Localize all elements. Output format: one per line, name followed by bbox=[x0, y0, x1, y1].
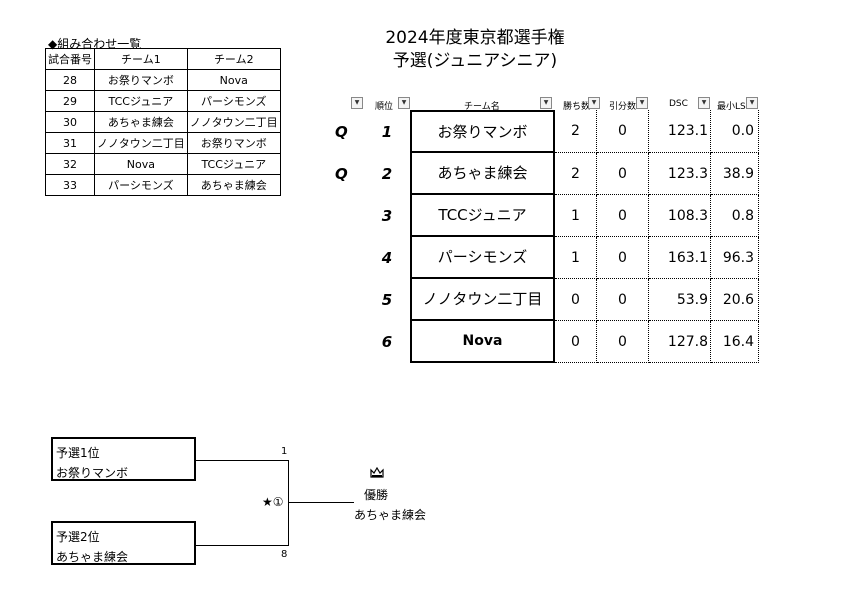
draws-cell: 0 bbox=[597, 237, 649, 279]
bracket-slot-2: 予選2位 あちゃま練会 bbox=[51, 521, 196, 565]
min-ls-cell: 38.9 bbox=[711, 153, 759, 195]
slot-team: お祭りマンボ bbox=[56, 466, 129, 480]
team-name-cell: TCCジュニア bbox=[410, 195, 555, 237]
matchups-header-row: 試合番号 チーム1 チーム2 bbox=[45, 48, 281, 70]
filter-dropdown-icon[interactable]: ▼ bbox=[636, 97, 648, 109]
dsc-cell: 127.8 bbox=[649, 321, 711, 363]
header-draws: 引分数 bbox=[609, 102, 637, 112]
dsc-cell: 53.9 bbox=[649, 279, 711, 321]
rank-value: 4 bbox=[381, 249, 393, 267]
table-row: 30 あちゃま練会 ノノタウン二丁目 bbox=[45, 111, 281, 133]
page-title: 2024年度東京都選手権 bbox=[385, 28, 565, 48]
header-rank: 順位 bbox=[375, 102, 394, 112]
matchups-table: 試合番号 チーム1 チーム2 28 お祭りマンボ Nova 29 TCCジュニア… bbox=[45, 48, 281, 196]
match-no: 32 bbox=[45, 153, 95, 175]
slot-team: あちゃま練会 bbox=[56, 550, 129, 564]
qualified-mark: Q bbox=[335, 123, 348, 141]
team1: パーシモンズ bbox=[94, 174, 188, 196]
team2: パーシモンズ bbox=[186, 90, 281, 112]
match-marker: ★① bbox=[262, 495, 284, 509]
table-row: 32 Nova TCCジュニア bbox=[45, 153, 281, 175]
table-row: 29 TCCジュニア パーシモンズ bbox=[45, 90, 281, 112]
match-no: 29 bbox=[45, 90, 95, 112]
team2: Nova bbox=[186, 69, 281, 91]
team1: TCCジュニア bbox=[94, 90, 188, 112]
draws-cell: 0 bbox=[597, 110, 649, 153]
filter-dropdown-icon[interactable]: ▼ bbox=[698, 97, 710, 109]
seed-number: 8 bbox=[281, 549, 288, 560]
match-no: 33 bbox=[45, 174, 95, 196]
seed-number: 1 bbox=[281, 446, 288, 457]
dsc-cell: 163.1 bbox=[649, 237, 711, 279]
dsc-cell: 123.3 bbox=[649, 153, 711, 195]
slot-label: 予選1位 bbox=[56, 446, 100, 460]
draws-cell: 0 bbox=[597, 321, 649, 363]
header-team: チーム名 bbox=[464, 102, 500, 112]
rank-value: 1 bbox=[381, 123, 393, 141]
table-row: 28 お祭りマンボ Nova bbox=[45, 69, 281, 91]
crown-icon bbox=[370, 464, 384, 478]
team-name-cell: あちゃま練会 bbox=[410, 153, 555, 195]
winner-team: あちゃま練会 bbox=[354, 508, 427, 522]
header-min-ls: 最小LS bbox=[717, 102, 746, 112]
wins-cell: 0 bbox=[555, 321, 597, 363]
min-ls-cell: 0.8 bbox=[711, 195, 759, 237]
rank-value: 5 bbox=[381, 291, 393, 309]
draws-cell: 0 bbox=[597, 153, 649, 195]
team1: お祭りマンボ bbox=[94, 69, 188, 91]
bracket-line bbox=[196, 545, 288, 546]
team1: Nova bbox=[94, 153, 188, 175]
draws-cell: 0 bbox=[597, 195, 649, 237]
wins-cell: 1 bbox=[555, 237, 597, 279]
min-ls-cell: 96.3 bbox=[711, 237, 759, 279]
rank-value: 3 bbox=[381, 207, 393, 225]
matchups-heading: ◆組み合わせ一覧 bbox=[48, 37, 142, 51]
wins-cell: 2 bbox=[555, 153, 597, 195]
header-match-no: 試合番号 bbox=[45, 48, 95, 70]
rank-value: 2 bbox=[381, 165, 393, 183]
wins-cell: 1 bbox=[555, 195, 597, 237]
team2: TCCジュニア bbox=[186, 153, 281, 175]
team2: ノノタウン二丁目 bbox=[186, 111, 281, 133]
min-ls-cell: 0.0 bbox=[711, 110, 759, 153]
min-ls-cell: 16.4 bbox=[711, 321, 759, 363]
team-name-cell: Nova bbox=[410, 321, 555, 363]
filter-dropdown-icon[interactable]: ▼ bbox=[588, 97, 600, 109]
dsc-cell: 123.1 bbox=[649, 110, 711, 153]
header-dsc: DSC bbox=[669, 99, 688, 109]
filter-dropdown-icon[interactable]: ▼ bbox=[746, 97, 758, 109]
bracket-line bbox=[288, 460, 289, 546]
table-row: 31 ノノタウン二丁目 お祭りマンボ bbox=[45, 132, 281, 154]
wins-cell: 2 bbox=[555, 110, 597, 153]
table-row: 33 パーシモンズ あちゃま練会 bbox=[45, 174, 281, 196]
team2: あちゃま練会 bbox=[186, 174, 281, 196]
slot-label: 予選2位 bbox=[56, 530, 100, 544]
team-name-cell: お祭りマンボ bbox=[410, 110, 555, 153]
team-name-cell: パーシモンズ bbox=[410, 237, 555, 279]
match-no: 31 bbox=[45, 132, 95, 154]
bracket-line bbox=[288, 502, 354, 503]
bracket-line bbox=[196, 460, 288, 461]
match-no: 30 bbox=[45, 111, 95, 133]
team2: お祭りマンボ bbox=[186, 132, 281, 154]
team-name-cell: ノノタウン二丁目 bbox=[410, 279, 555, 321]
draws-cell: 0 bbox=[597, 279, 649, 321]
header-team2: チーム2 bbox=[186, 48, 281, 70]
match-no: 28 bbox=[45, 69, 95, 91]
qualified-mark: Q bbox=[335, 165, 348, 183]
filter-dropdown-icon[interactable]: ▼ bbox=[540, 97, 552, 109]
team1: あちゃま練会 bbox=[94, 111, 188, 133]
min-ls-cell: 20.6 bbox=[711, 279, 759, 321]
header-team1: チーム1 bbox=[94, 48, 188, 70]
dsc-cell: 108.3 bbox=[649, 195, 711, 237]
winner-label: 優勝 bbox=[364, 488, 389, 502]
filter-dropdown-icon[interactable]: ▼ bbox=[351, 97, 363, 109]
rank-value: 6 bbox=[381, 333, 393, 351]
filter-dropdown-icon[interactable]: ▼ bbox=[398, 97, 410, 109]
page-subtitle: 予選(ジュニアシニア) bbox=[392, 51, 558, 71]
wins-cell: 0 bbox=[555, 279, 597, 321]
team1: ノノタウン二丁目 bbox=[94, 132, 188, 154]
header-wins: 勝ち数 bbox=[563, 102, 591, 112]
bracket-slot-1: 予選1位 お祭りマンボ bbox=[51, 437, 196, 481]
